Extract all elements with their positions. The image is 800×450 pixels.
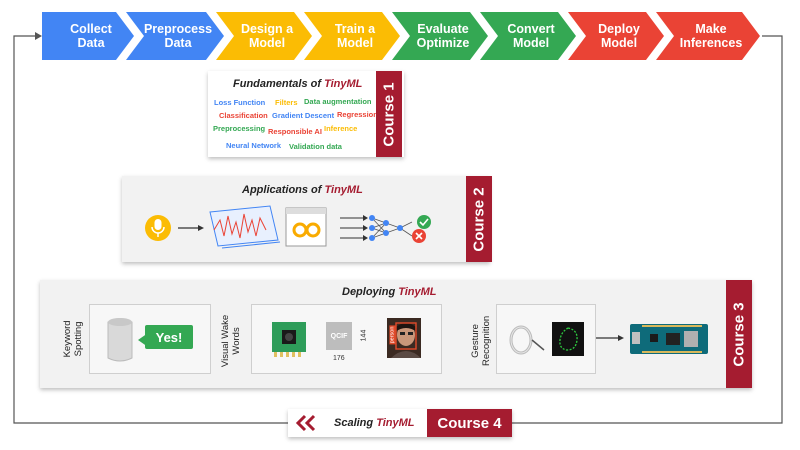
microcontroller-board-icon <box>630 324 708 354</box>
camera-board-icon <box>272 322 306 357</box>
topic-word: Responsible AI <box>268 127 322 136</box>
topic-word: Classification <box>219 111 268 120</box>
topic-word: Data augmentation <box>304 97 372 106</box>
topic-word: Filters <box>275 98 298 107</box>
cross-icon <box>412 229 426 243</box>
wand-gesture-icon <box>509 325 545 355</box>
person-detection-image: person <box>387 318 421 358</box>
course1-card <box>208 71 404 157</box>
step-label: Deploy Model <box>598 21 640 50</box>
topic-word: Validation data <box>289 142 342 151</box>
dimension-height: 144 <box>360 329 368 342</box>
flow-arrow-icon <box>596 335 624 341</box>
step-label: Evaluate Optimize <box>416 21 470 50</box>
step-train-model: Train a Model <box>304 12 400 60</box>
smart-speaker-icon <box>107 318 133 362</box>
step-preprocess-data: Preprocess Data <box>126 12 224 60</box>
microphone-icon <box>145 215 171 241</box>
course4-tab: Course 4 <box>427 409 512 437</box>
double-chevron-left-icon <box>295 414 316 432</box>
person-label: person <box>389 325 396 345</box>
course2-tab: Course 2 <box>466 176 492 262</box>
neural-network-icon <box>340 215 413 241</box>
course3-title: Deploying TinyML <box>342 286 437 298</box>
gesture-recognition-label: Gesture Recognition <box>470 315 492 367</box>
topic-word: Regression <box>337 110 378 119</box>
course2-illustration <box>145 205 431 249</box>
step-label: Make Inferences <box>679 21 743 50</box>
topic-word: Loss Function <box>214 98 266 107</box>
speech-bubble-tail-icon <box>138 333 148 347</box>
colab-icon <box>285 207 327 247</box>
course1-title: Fundamentals of TinyML <box>233 78 363 90</box>
yes-speech-bubble: Yes! <box>145 325 193 349</box>
check-icon <box>417 215 431 229</box>
step-label: Design a Model <box>240 21 294 50</box>
topic-word: Inference <box>324 124 358 133</box>
step-label: Preprocess Data <box>143 21 213 50</box>
topic-word: Preprocessing <box>213 124 266 133</box>
course3-tab: Course 3 <box>726 280 752 388</box>
spectrogram-icon <box>209 205 281 249</box>
qcif-chip: QCIF <box>326 322 352 350</box>
visual-wake-words-label: Visual Wake Words <box>220 314 242 368</box>
dimension-width: 176 <box>333 355 345 362</box>
course2-title: Applications of TinyML <box>242 184 363 196</box>
step-label: Train a Model <box>334 21 376 50</box>
course1-tab: Course 1 <box>376 71 402 157</box>
step-label: Convert Model <box>507 21 555 50</box>
step-label: Collect Data <box>70 21 112 50</box>
topic-word: Neural Network <box>226 141 282 150</box>
keyword-spotting-label: Keyword Spotting <box>62 320 84 358</box>
step-collect-data: Collect Data <box>42 12 134 60</box>
gesture-trace-icon <box>552 322 584 356</box>
topic-word: Gradient Descent <box>272 111 335 120</box>
course4-title: Scaling TinyML <box>334 417 415 429</box>
